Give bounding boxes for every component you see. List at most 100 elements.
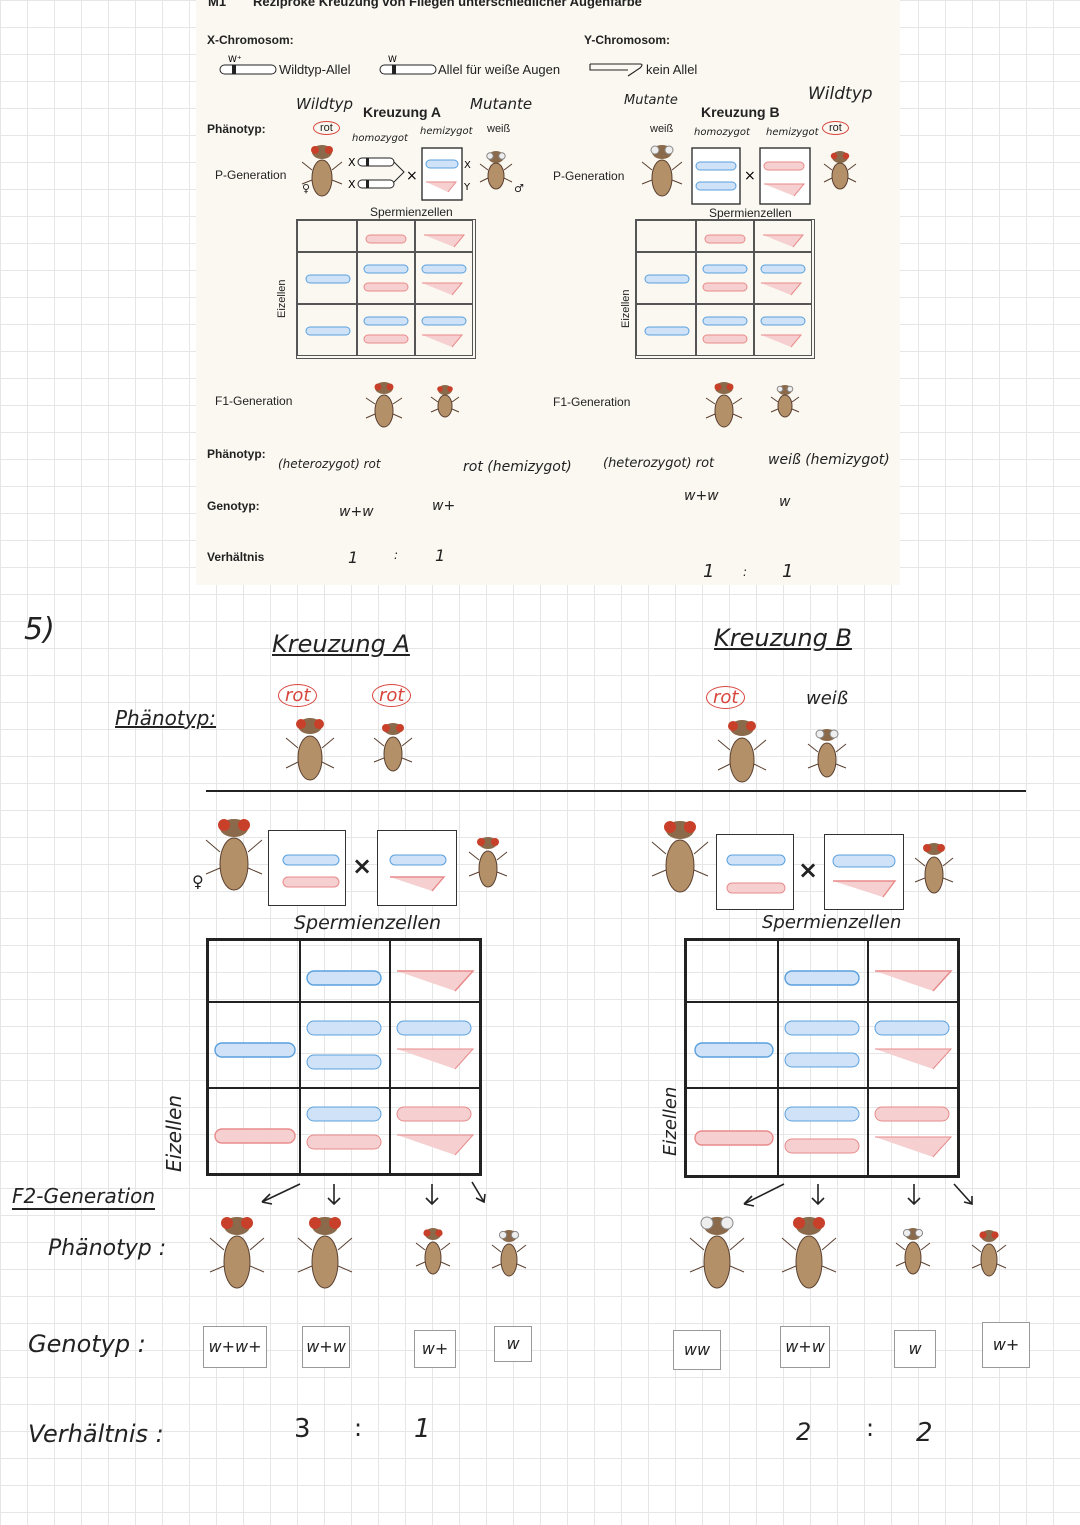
x-chromosome-wildtype-icon: W⁺: [219, 55, 277, 75]
cross-b-homozygot-note: homozygot: [694, 127, 750, 138]
cross-a-f1-ratio-left: 1: [348, 548, 359, 567]
punnett-cell-b21: [778, 1088, 868, 1176]
material-label: M1: [208, 0, 227, 9]
punnett-header-sperm-x: [300, 940, 390, 1002]
fly-female-white-eye-icon: [641, 145, 683, 197]
punnett-cell: [696, 304, 754, 356]
cross-a-red-label: rot: [313, 121, 340, 135]
cross-a-hemizygot-note: hemizygot: [420, 126, 473, 137]
cross-a-f1-ratio-right: 1: [435, 546, 446, 565]
punnett-cell: [696, 252, 754, 304]
punnett-row-egg-1: [297, 252, 357, 304]
ratio-label: Verhältnis :: [28, 1420, 164, 1448]
cross-b-ratio-left: 2: [796, 1418, 812, 1446]
section-divider: [206, 790, 1026, 792]
cross-a-arrows: [261, 1181, 486, 1206]
white-allele-label: Allel für weiße Augen: [438, 62, 561, 77]
cross-a-f1-ratio-colon: :: [394, 548, 399, 562]
p-generation-label-b: P-Generation: [553, 169, 625, 183]
cross-b-female-genotype-box: [716, 834, 794, 910]
punnett-header-egg-2: [686, 1088, 778, 1176]
punnett-header-egg-1: [686, 1002, 778, 1088]
cross-b-hemizygot-note: hemizygot: [766, 127, 819, 138]
fly-male-red-eye-icon: [971, 1230, 1007, 1277]
sperm-cells-label: Spermienzellen: [762, 912, 902, 933]
cross-b-ratio-colon: :: [866, 1414, 875, 1442]
female-symbol-icon: ♀: [302, 182, 311, 195]
fly-female-red-eye-icon: [285, 718, 335, 781]
fly-f1-male-white-icon: [770, 385, 800, 418]
x-chromosome-white-icon: W: [379, 55, 437, 75]
cross-a-ratio-colon: :: [354, 1414, 363, 1442]
svg-text:X: X: [348, 156, 356, 169]
f2-generation-label: F2-Generation: [12, 1184, 156, 1210]
fly-female-red-eye-icon: [301, 145, 343, 197]
egg-cells-label: Eizellen: [660, 1086, 681, 1156]
notes-cross-b-male-phenotype: weiß: [806, 688, 849, 709]
cross-b-ratio-right: 2: [916, 1418, 933, 1448]
fly-male-red-eye-icon: [823, 151, 857, 190]
punnett-row-egg-1: [636, 252, 696, 304]
egg-cells-label-b: Eizellen: [620, 289, 632, 328]
punnett-header-y: [415, 220, 473, 252]
punnett-header-sperm-y: [390, 940, 480, 1002]
egg-cells-label: Eizellen: [162, 1094, 186, 1172]
punnett-header-sperm-y: [868, 940, 958, 1002]
cross-a-male-genotype-box: [377, 830, 457, 906]
ratio-row-label: Verhältnis: [207, 550, 265, 564]
punnett-cell: [754, 252, 812, 304]
svg-text:W: W: [388, 55, 397, 65]
cross-b-f1-male-phenotype: weiß (hemizygot): [768, 452, 890, 468]
cross-a-f1-female-genotype: w+w: [339, 504, 374, 520]
x-chromosome-label: X-Chromosom:: [207, 33, 294, 47]
fly-f1-male-icon: [430, 385, 460, 418]
fly-female-red-eye-icon: [781, 1217, 837, 1289]
svg-text:X: X: [464, 160, 471, 171]
punnett-header-x: [357, 220, 415, 252]
genotype-box: w: [894, 1330, 936, 1368]
cross-b-mutant-note: Mutante: [624, 93, 678, 108]
egg-cells-label-a: Eizellen: [276, 279, 288, 318]
punnett-cell-a11: [300, 1002, 390, 1088]
sperm-cells-label-b: Spermienzellen: [709, 206, 792, 220]
cross-a-white-label: weiß: [487, 123, 511, 135]
cross-symbol: ×: [798, 856, 819, 884]
notes-cross-a-title: Kreuzung A: [272, 630, 410, 658]
fly-female-red-eye-icon: [717, 720, 767, 783]
genotype-box: w+: [982, 1322, 1030, 1368]
fly-male-white-eye-icon: [491, 1230, 527, 1277]
cross-a-female-genotype-box: [268, 830, 346, 906]
fly-f1-female-icon: [365, 382, 403, 428]
fly-male-white-eye-icon: [479, 151, 513, 190]
cross-a-mutant-note: Mutante: [470, 95, 533, 113]
svg-text:Y: Y: [463, 182, 471, 193]
punnett-header-egg-1: [208, 1002, 300, 1088]
genotype-box: w: [494, 1326, 532, 1362]
punnett-corner: [636, 220, 696, 252]
svg-text:×: ×: [744, 168, 756, 184]
cross-b-arrows: [743, 1183, 973, 1207]
genotype-box: ww: [673, 1330, 721, 1370]
punnett-cell: [415, 304, 473, 356]
cross-b-f1-female-phenotype: (heterozygot) rot: [603, 456, 715, 471]
fly-male-red-eye-icon: [415, 1228, 451, 1275]
punnett-header-y: [754, 220, 812, 252]
cross-b-f2-punnett-square: [684, 938, 960, 1178]
fly-male-red-eye-icon: [914, 843, 954, 894]
f1-generation-label-b: F1-Generation: [553, 395, 631, 409]
punnett-cell-a22: [390, 1088, 480, 1174]
svg-text:X: X: [348, 178, 356, 191]
svg-text:W⁺: W⁺: [228, 55, 242, 65]
cross-b-f1-ratio-left: 1: [703, 561, 715, 582]
genotype-box: w+w: [302, 1326, 350, 1368]
punnett-corner: [208, 940, 300, 1002]
punnett-row-egg-2: [297, 304, 357, 356]
genotype-box: w+w: [780, 1326, 830, 1368]
notes-cross-a-female-phenotype: rot: [278, 684, 318, 707]
sperm-cells-label-a: Spermienzellen: [370, 205, 453, 219]
punnett-header-egg-2: [208, 1088, 300, 1174]
punnett-cell-b22: [868, 1088, 958, 1176]
genotype-box: w+w+: [203, 1326, 267, 1368]
textbook-panel: [196, 0, 900, 585]
notes-phenotype-label: Phänotyp:: [115, 706, 217, 730]
